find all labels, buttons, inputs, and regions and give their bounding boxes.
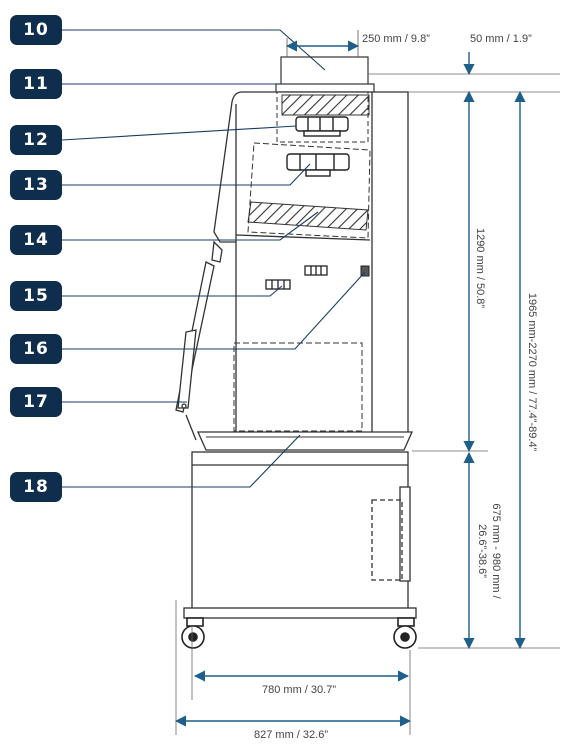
callout-badge-17: 17	[10, 387, 62, 417]
caster-wheels	[181, 617, 417, 649]
body-depth-label: 780 mm / 30.7”	[262, 684, 336, 696]
overall-depth-label: 827 mm / 32.6”	[254, 729, 328, 740]
fan-motor-upper	[295, 116, 349, 137]
extension-lines	[175, 73, 560, 735]
duct-gap-label: 50 mm / 1.9”	[470, 33, 532, 45]
callout-badge-15: 15	[10, 281, 62, 311]
fan-motor-lower	[286, 153, 350, 177]
exhaust-duct	[275, 56, 375, 93]
total-height-label: 1965 mm-2270 mm / 77.4”-89.4”	[526, 293, 538, 452]
stand-height-label-1: 675 mm - 980 mm /	[490, 503, 502, 599]
duct-width-label: 250 mm / 9.8”	[362, 33, 430, 45]
cabinet-height-label: 1290 mm / 50.8”	[474, 228, 486, 308]
front-sash	[175, 240, 223, 441]
callout-badge-13: 13	[10, 170, 62, 200]
callout-badge-12: 12	[10, 125, 62, 155]
callout-badge-11: 11	[10, 69, 62, 99]
callout-badge-10: 10	[10, 15, 62, 45]
callout-badge-14: 14	[10, 225, 62, 255]
dimension-lines	[174, 30, 526, 727]
work-tray	[196, 431, 414, 451]
callout-leaders	[61, 29, 366, 488]
stand-height-label-2: 26.6”-38.6”	[476, 524, 488, 578]
work-zone-outline	[233, 342, 363, 432]
plenum-outline	[247, 142, 371, 239]
upper-filter	[276, 91, 370, 143]
downflow-filter	[247, 201, 369, 231]
callout-badge-16: 16	[10, 334, 62, 364]
callout-badge-18: 18	[10, 472, 62, 502]
valve-fitting	[360, 265, 370, 277]
support-stand	[183, 451, 417, 619]
